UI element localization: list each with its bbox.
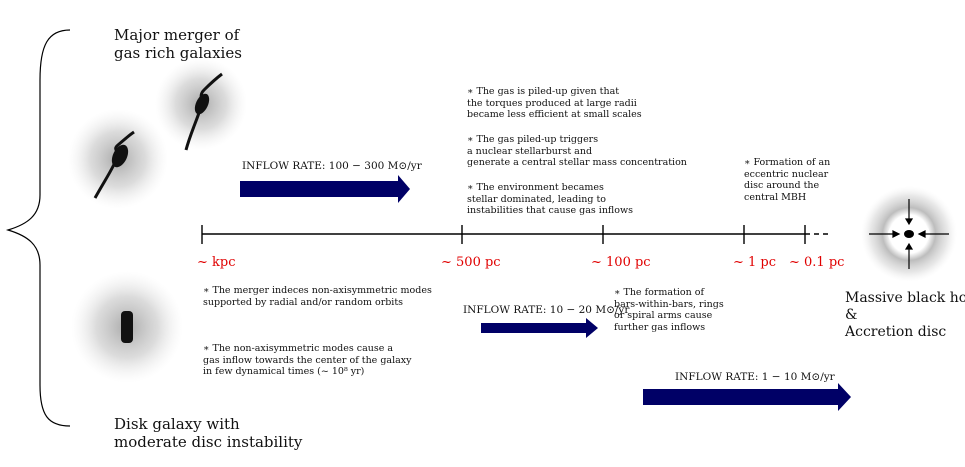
note-bars-within-bars: ∗ The formation of bars-within-bars, rin… xyxy=(614,287,724,333)
scale-ticks xyxy=(201,225,806,244)
tick-label-500pc: ~ 500 pc xyxy=(441,255,501,270)
tick-label-kpc: ~ kpc xyxy=(197,255,236,270)
note-nuclear-disc: ∗ Formation of an eccentric nuclear disc… xyxy=(744,157,831,203)
inflow-rate-nuclear: INFLOW RATE: 1 − 10 M⊙/yr xyxy=(675,371,835,383)
top-galaxy-label: Major merger of gas rich galaxies xyxy=(114,26,242,62)
merger-galaxy-image-left xyxy=(68,109,168,209)
left-brace xyxy=(5,29,71,427)
note-gas-piled-up: ∗ The gas is piled-up given that the tor… xyxy=(467,86,642,120)
inflow-rate-major-merger: INFLOW RATE: 100 − 300 M⊙/yr xyxy=(242,160,422,172)
note-starburst: ∗ The gas piled-up triggers a nuclear st… xyxy=(467,134,687,168)
tick-label-100pc: ~ 100 pc xyxy=(591,255,651,270)
disk-galaxy-image xyxy=(71,271,183,383)
mbh-label: Massive black hole & Accretion disc xyxy=(845,290,965,340)
inflow-arrow-bars xyxy=(481,318,598,338)
tick-label-01pc: ~ 0.1 pc xyxy=(789,255,845,270)
inflow-rate-bars: INFLOW RATE: 10 − 20 M⊙/yr xyxy=(463,304,630,316)
tick-label-1pc: ~ 1 pc xyxy=(733,255,777,270)
note-stellar-dominated: ∗ The environment becames stellar domina… xyxy=(467,182,633,216)
bottom-galaxy-label: Disk galaxy with moderate disc instabili… xyxy=(114,415,303,451)
inflow-arrow-nuclear xyxy=(643,383,851,411)
merger-galaxy-image-right xyxy=(155,58,247,151)
mbh-accretion-disc-image xyxy=(861,186,957,282)
inflow-arrow-major-merger xyxy=(240,175,410,203)
note-gas-inflow-center: ∗ The non-axisymmetric modes cause a gas… xyxy=(203,343,412,377)
note-non-axisymmetric-modes: ∗ The merger indeces non-axisymmetric mo… xyxy=(203,285,432,308)
